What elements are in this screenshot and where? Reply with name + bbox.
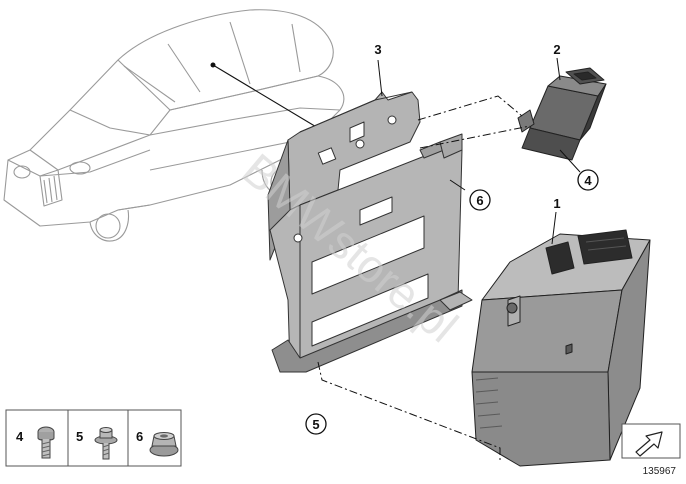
callout-2-label: 2 <box>553 42 560 57</box>
location-marker-dot <box>210 62 216 68</box>
small-control-module <box>517 67 607 161</box>
control-unit <box>471 229 651 467</box>
location-leader-line <box>212 64 319 129</box>
legend-item-5: 5 <box>76 427 118 460</box>
hex-nut-icon <box>149 432 179 457</box>
assembly-lines <box>317 95 531 462</box>
legend-item-4: 4 <box>16 426 55 459</box>
mounting-bracket <box>267 91 473 373</box>
callout-1: 1 <box>553 196 560 211</box>
callout-2: 2 <box>553 42 560 57</box>
callout-6-label: 6 <box>476 193 483 208</box>
flange-screw-icon <box>94 427 118 460</box>
callout-6: 6 <box>469 189 491 211</box>
diagram-number: 135967 <box>643 466 677 477</box>
fastener-legend: 4 5 6 <box>5 409 182 467</box>
callout-4: 4 <box>577 169 599 191</box>
callout-1-label: 1 <box>553 196 560 211</box>
legend-label-6: 6 <box>136 429 143 444</box>
orientation-indicator: 135967 <box>621 423 681 477</box>
direction-arrow-icon <box>635 431 663 457</box>
callout-5-label: 5 <box>312 417 319 432</box>
callout-5: 5 <box>305 413 327 435</box>
legend-item-6: 6 <box>136 429 179 457</box>
hex-bolt-icon <box>37 426 55 459</box>
callout-4-label: 4 <box>584 173 592 188</box>
callout-3: 3 <box>374 42 381 57</box>
callout-3-label: 3 <box>374 42 381 57</box>
legend-label-4: 4 <box>16 429 24 444</box>
callout-leaders <box>377 57 581 245</box>
vehicle-outline <box>3 9 345 242</box>
legend-label-5: 5 <box>76 429 83 444</box>
